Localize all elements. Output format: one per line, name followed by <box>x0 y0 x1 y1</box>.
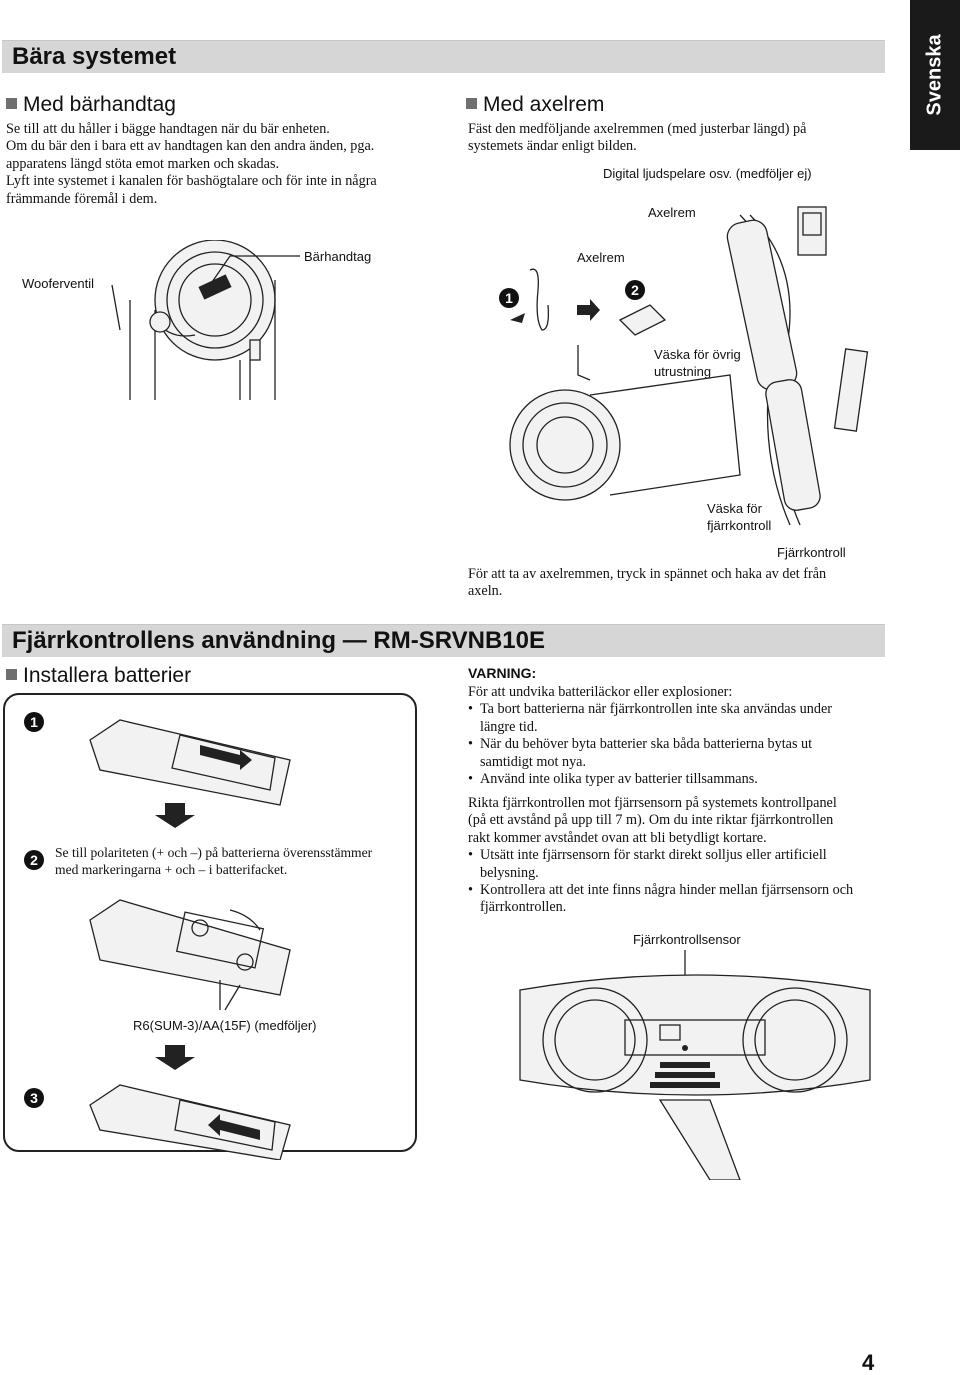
list-item: Kontrollera att det inte finns några hin… <box>468 882 888 917</box>
text-line: med markeringarna + och – i batterifacke… <box>55 862 288 877</box>
warning-heading: VARNING: <box>468 665 537 681</box>
text-line: För att ta av axelremmen, tryck in spänn… <box>468 566 827 582</box>
square-bullet-icon <box>6 669 17 680</box>
list-item-line: Ta bort batterierna när fjärrkontrollen … <box>480 701 832 718</box>
text-line: systemets ändar enligt bilden. <box>468 138 637 155</box>
list-item-line: längre tid. <box>480 718 538 735</box>
text-line: axeln. <box>468 583 503 600</box>
text-line: apparatens längd stöta emot marken och s… <box>6 155 280 172</box>
label-bag-other-line2: utrustning <box>654 364 712 379</box>
step-badge-1: 1 <box>499 288 519 308</box>
label-bag-other-line1: Väska för övrig <box>654 347 741 362</box>
battery-step-badge-2: 2 <box>24 850 44 870</box>
list-item-line: Kontrollera att det inte finns några hin… <box>480 882 854 899</box>
list-item-line: Utsätt inte fjärrsensorn för starkt dire… <box>480 847 827 864</box>
subheading-handle: Med bärhandtag <box>6 93 176 117</box>
warning-intro: För att undvika batteriläckor eller expl… <box>468 684 733 700</box>
label-bag-remote-line2: fjärrkontroll <box>707 518 772 533</box>
label-remote: Fjärrkontroll <box>777 545 846 560</box>
strap-text: Fäst den medföljande axelremmen (med jus… <box>468 121 888 156</box>
section-header-bar <box>2 624 885 657</box>
subheading-strap: Med axelrem <box>466 93 604 117</box>
label-strap-mid: Axelrem <box>577 250 625 265</box>
text-line: rakt kommer avståndet ovan att bli betyd… <box>468 829 767 846</box>
aim-text: Rikta fjärrkontrollen mot fjärrsensorn p… <box>468 795 888 917</box>
text-line: Om du bär den i bara ett av handtagen ka… <box>6 138 375 155</box>
page-number: 4 <box>862 1350 875 1375</box>
label-bag-other: Väska för övrig utrustning <box>654 346 741 380</box>
text-line: främmande föremål i dem. <box>6 190 158 207</box>
step-badge-2: 2 <box>625 280 645 300</box>
label-digital-player: Digital ljudspelare osv. (medföljer ej) <box>603 166 812 181</box>
section-header-bar <box>2 40 885 73</box>
warning-text: För att undvika batteriläckor eller expl… <box>468 684 888 789</box>
label-carry-handle: Bärhandtag <box>304 249 372 264</box>
battery-type-label: R6(SUM-3)/AA(15F) (medföljer) <box>133 1018 317 1033</box>
subheading-handle-text: Med bärhandtag <box>23 93 176 116</box>
list-item: Utsätt inte fjärrsensorn för starkt dire… <box>468 847 888 882</box>
battery-polarity-text: Se till polariteten (+ och –) på batteri… <box>55 844 415 878</box>
text-line: Fäst den medföljande axelremmen (med jus… <box>468 121 807 137</box>
aim-list: Utsätt inte fjärrsensorn för starkt dire… <box>468 847 888 917</box>
subheading-batteries: Installera batterier <box>6 664 191 688</box>
language-tab-label: Svenska <box>923 34 946 116</box>
text-line: Rikta fjärrkontrollen mot fjärrsensorn p… <box>468 795 837 811</box>
battery-step-badge-3: 3 <box>24 1088 44 1108</box>
list-item: Använd inte olika typer av batterier til… <box>468 771 888 789</box>
label-bag-remote-line1: Väska för <box>707 501 762 516</box>
language-tab: Svenska <box>910 0 960 150</box>
section-title-carry: Bära systemet <box>12 43 177 70</box>
label-strap-top: Axelrem <box>648 205 696 220</box>
callout-lines <box>111 255 300 331</box>
list-item: När du behöver byta batterier ska båda b… <box>468 736 888 771</box>
list-item-line: fjärrkontrollen. <box>480 899 567 916</box>
remote-sensor-illustration <box>519 950 871 1180</box>
handle-text: Se till att du håller i bägge handtagen … <box>6 121 436 208</box>
square-bullet-icon <box>466 98 477 109</box>
square-bullet-icon <box>6 98 17 109</box>
text-line: Se till polariteten (+ och –) på batteri… <box>55 845 373 860</box>
section-title-remote: Fjärrkontrollens användning — RM-SRVNB10… <box>12 627 545 654</box>
list-item-line: belysning. <box>480 864 539 881</box>
label-remote-sensor: Fjärrkontrollsensor <box>633 932 741 947</box>
warning-list: Ta bort batterierna när fjärrkontrollen … <box>468 701 888 788</box>
text-line: Se till att du håller i bägge handtagen … <box>6 121 330 137</box>
subheading-strap-text: Med axelrem <box>483 93 605 116</box>
list-item-line: När du behöver byta batterier ska båda b… <box>480 736 813 753</box>
strap-removal-note: För att ta av axelremmen, tryck in spänn… <box>468 566 888 601</box>
list-item-line: Använd inte olika typer av batterier til… <box>480 771 758 788</box>
text-line: (på ett avstånd på upp till 7 m). Om du … <box>468 812 834 829</box>
subheading-batteries-text: Installera batterier <box>23 664 192 687</box>
list-item: Ta bort batterierna när fjärrkontrollen … <box>468 701 888 736</box>
battery-illustrations <box>89 719 291 1160</box>
strap-illustration <box>509 206 869 526</box>
text-line: Lyft inte systemet i kanalen för bashögt… <box>6 173 377 190</box>
label-woofer-vent: Wooferventil <box>22 276 95 291</box>
battery-step-badge-1: 1 <box>24 712 44 732</box>
label-bag-remote: Väska för fjärrkontroll <box>707 500 771 534</box>
handle-illustration <box>129 240 276 400</box>
list-item-line: samtidigt mot nya. <box>480 753 587 770</box>
